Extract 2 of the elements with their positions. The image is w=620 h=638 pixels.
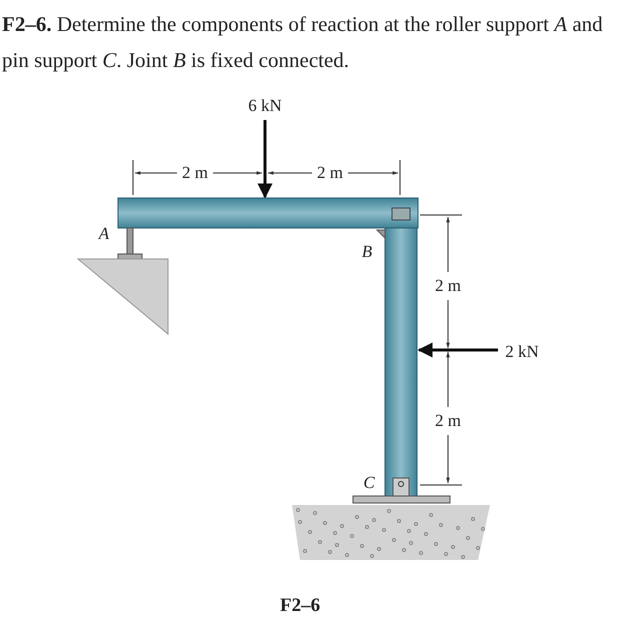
figure-caption: F2–6	[280, 594, 320, 618]
problem-statement: F2–6. Determine the components of reaction at the roller support A and pin support C. Joint B is fixed connected.	[2, 11, 604, 74]
